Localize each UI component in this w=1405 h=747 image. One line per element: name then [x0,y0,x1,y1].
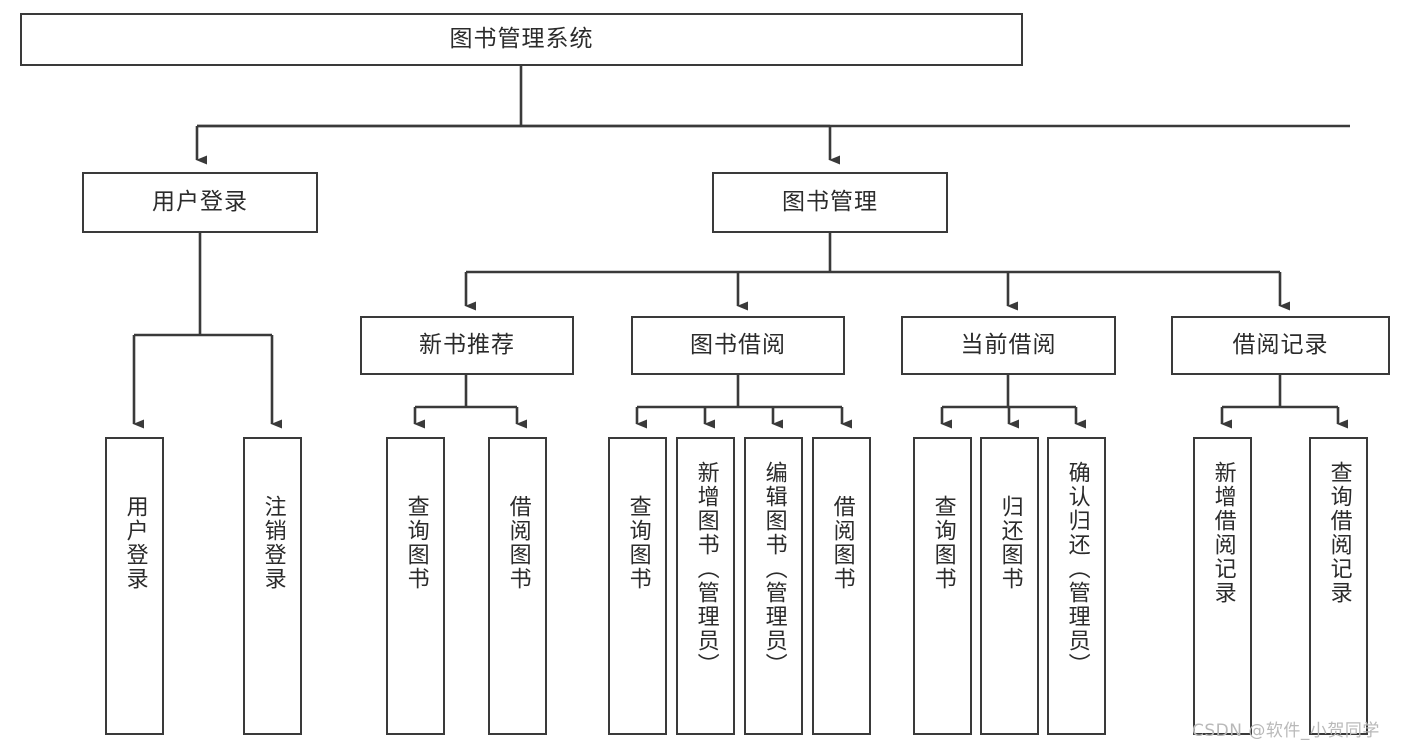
leaf-label: 借阅图书 [505,495,531,591]
leaf-borrow-edit-book-admin[interactable]: 编辑图书（管理员） [744,437,803,735]
leaf-label: 新增借阅记录 [1210,461,1236,605]
leaf-borrow-query-book[interactable]: 查询图书 [608,437,667,735]
leaf-label: 确认归还（管理员） [1064,461,1090,677]
leaf-label: 查询图书 [403,495,429,591]
leaf-label: 用户登录 [122,495,148,591]
node-book-borrow-label: 图书借阅 [690,331,786,358]
node-user-login-label: 用户登录 [152,188,248,215]
leaf-current-query-book[interactable]: 查询图书 [913,437,972,735]
leaf-new-book-borrow[interactable]: 借阅图书 [488,437,547,735]
leaf-label: 借阅图书 [829,495,855,591]
leaf-user-login-login[interactable]: 用户登录 [105,437,164,735]
node-new-book-recommend[interactable]: 新书推荐 [360,316,574,375]
leaf-label: 归还图书 [997,495,1023,591]
node-root[interactable]: 图书管理系统 [20,13,1023,66]
node-book-borrow[interactable]: 图书借阅 [631,316,845,375]
node-root-label: 图书管理系统 [449,25,594,52]
node-current-borrow[interactable]: 当前借阅 [901,316,1116,375]
node-borrow-record-label: 借阅记录 [1232,331,1329,358]
node-book-management[interactable]: 图书管理 [712,172,948,233]
leaf-label: 编辑图书（管理员） [761,461,787,677]
leaf-current-confirm-return-admin[interactable]: 确认归还（管理员） [1047,437,1106,735]
leaf-borrow-borrow-book[interactable]: 借阅图书 [812,437,871,735]
node-book-management-label: 图书管理 [782,188,878,215]
leaf-label: 新增图书（管理员） [693,461,719,677]
leaf-label: 查询图书 [625,495,651,591]
leaf-label: 查询借阅记录 [1326,461,1352,605]
csdn-watermark: CSDN @软件_小贺同学 [1192,721,1380,741]
leaf-new-book-query[interactable]: 查询图书 [386,437,445,735]
leaf-record-query-record[interactable]: 查询借阅记录 [1309,437,1368,735]
node-borrow-record[interactable]: 借阅记录 [1171,316,1390,375]
node-current-borrow-label: 当前借阅 [960,331,1057,358]
node-user-login[interactable]: 用户登录 [82,172,318,233]
leaf-current-return-book[interactable]: 归还图书 [980,437,1039,735]
node-new-book-recommend-label: 新书推荐 [419,331,515,358]
leaf-record-add-record[interactable]: 新增借阅记录 [1193,437,1252,735]
leaf-user-login-logout[interactable]: 注销登录 [243,437,302,735]
leaf-label: 查询图书 [930,495,956,591]
leaf-label: 注销登录 [260,495,286,591]
leaf-borrow-add-book-admin[interactable]: 新增图书（管理员） [676,437,735,735]
